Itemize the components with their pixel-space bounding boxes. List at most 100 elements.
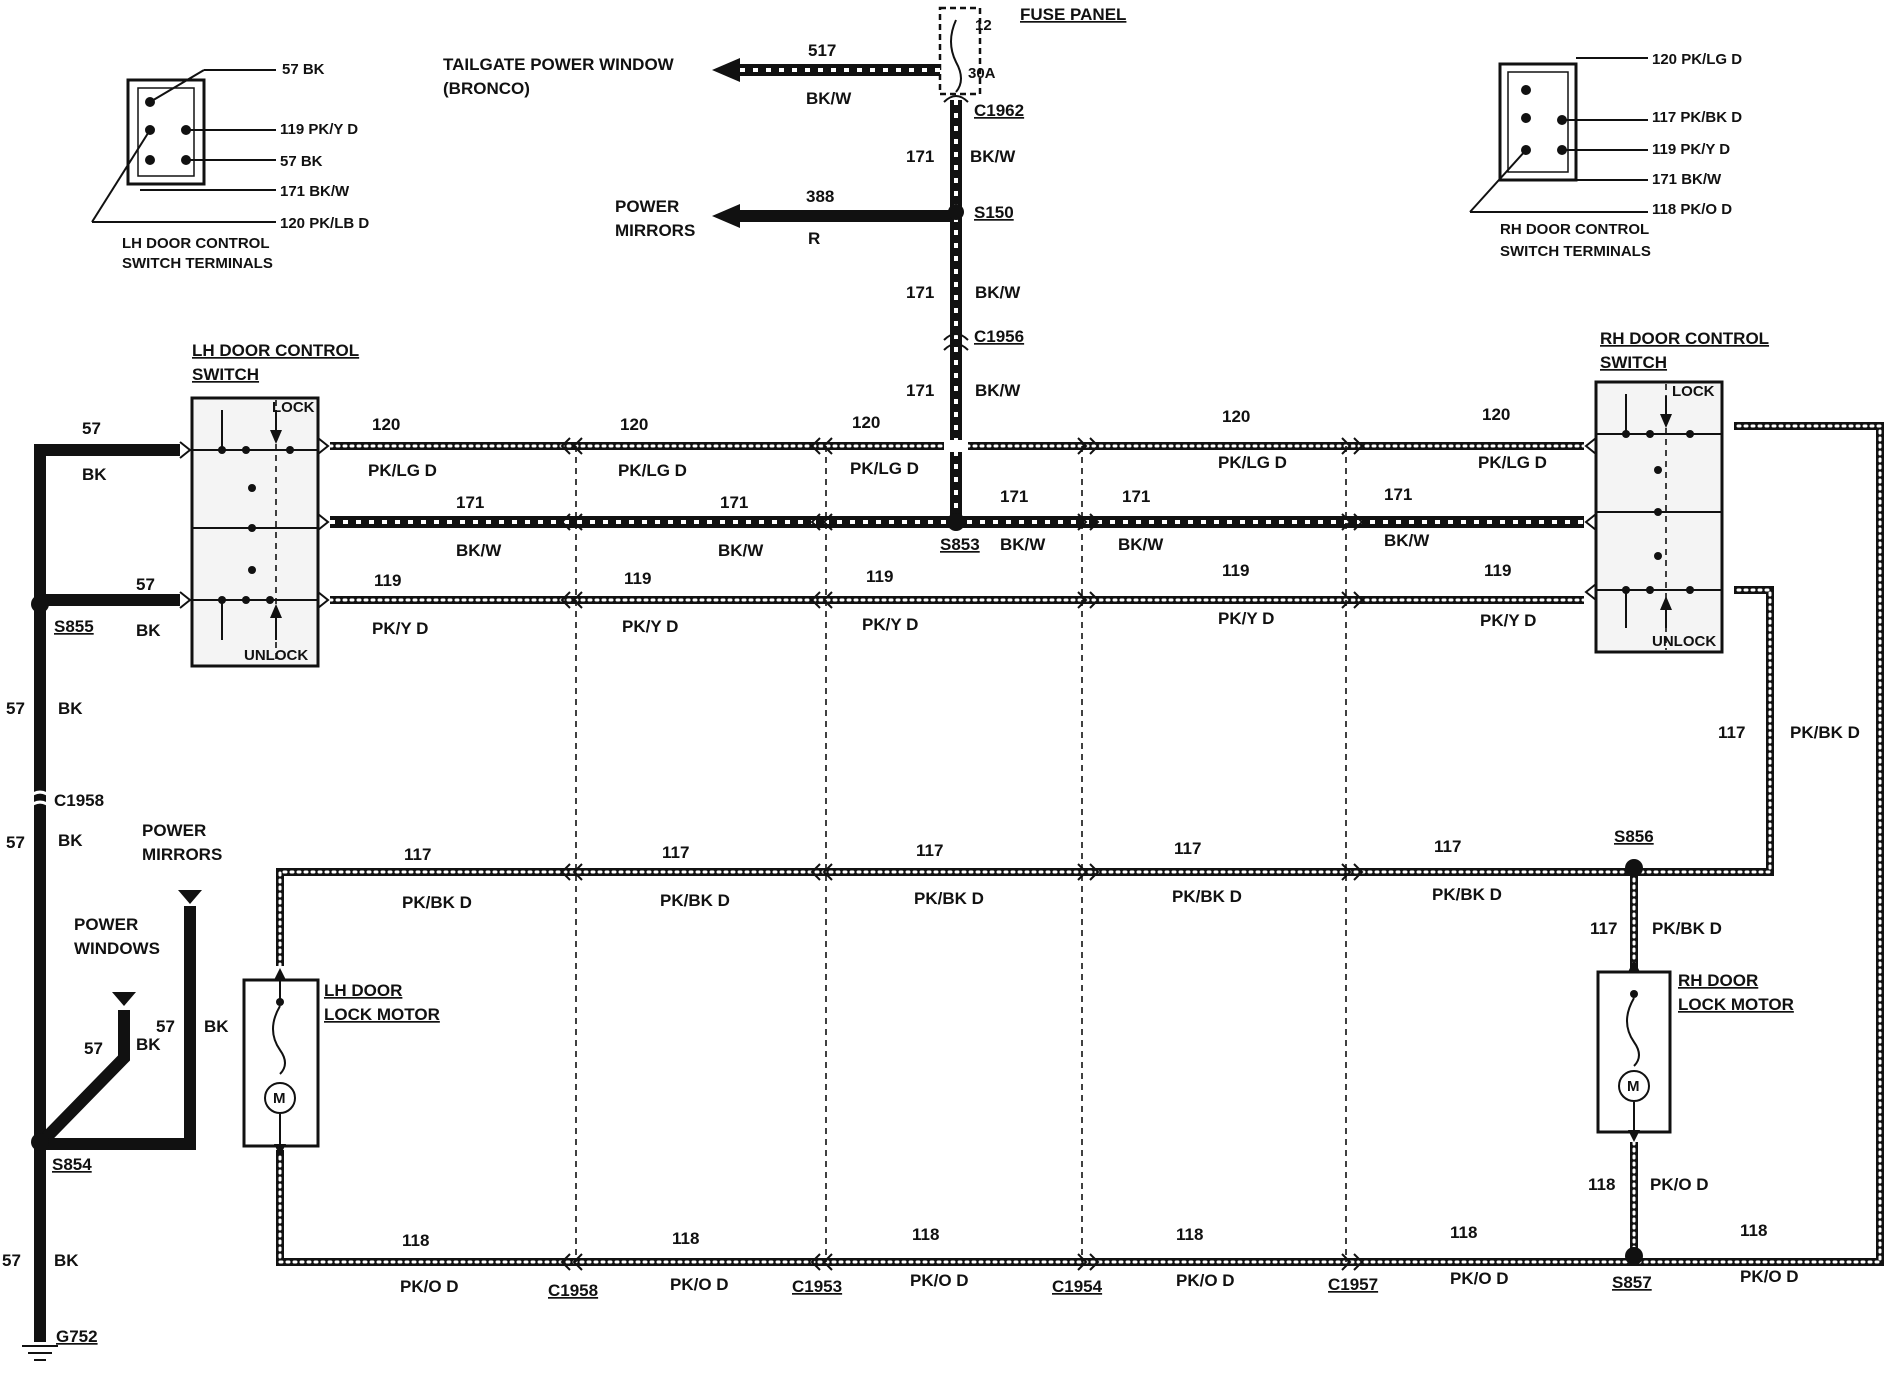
lh-motor-symbol: M: [273, 1090, 286, 1107]
w120-color-2: PK/LG D: [618, 461, 687, 480]
w117-color-rh: PK/BK D: [1652, 919, 1722, 938]
fuse-number: 12: [975, 17, 992, 34]
lh-pin-5: 120 PK/LB D: [280, 215, 369, 232]
w118-color-2: PK/O D: [670, 1275, 729, 1294]
fuse-panel: 12 30A FUSE PANEL: [938, 5, 1126, 96]
gnd-color-2: BK: [136, 621, 161, 640]
splice-s150: S150: [974, 203, 1014, 222]
mirrors-circuit: 388: [806, 187, 834, 206]
lh-motor-title-2: LOCK MOTOR: [324, 1005, 440, 1024]
w120-circuit-4: 120: [1222, 407, 1250, 426]
wire-119: 119 PK/Y D 119 PK/Y D 119 PK/Y D 119 PK/…: [317, 561, 1597, 638]
rh-pin-4: 171 BK/W: [1652, 171, 1722, 188]
lh-terminals-title-1: LH DOOR CONTROL: [122, 235, 270, 252]
w118-circuit-5: 118: [1450, 1223, 1477, 1242]
connector-columns: C1958 C1953 C1954 C1957: [548, 437, 1378, 1300]
w120-circuit-1: 120: [372, 415, 400, 434]
connector-c1953: C1953: [792, 1277, 842, 1296]
w119-circuit-4: 119: [1222, 561, 1249, 580]
rh-motor-symbol: M: [1627, 1078, 1640, 1095]
tailgate-wire: 517 BK/W TAILGATE POWER WINDOW (BRONCO): [443, 41, 940, 108]
connector-c1958-left: C1958: [54, 791, 104, 810]
feed-color-3: BK/W: [975, 381, 1021, 400]
w117-circuit-4: 117: [1174, 839, 1201, 858]
rh-pin-3: 119 PK/Y D: [1652, 141, 1730, 158]
w117-color-4: PK/BK D: [1172, 887, 1242, 906]
w117-circuit-5: 117: [1434, 837, 1461, 856]
rh-terminals-title-2: SWITCH TERMINALS: [1500, 243, 1651, 260]
lh-terminal-inset: 57 BK 119 PK/Y D 57 BK 171 BK/W 120 PK/L…: [91, 61, 369, 272]
w171-color-4: BK/W: [1118, 535, 1164, 554]
rh-door-lock-motor: M RH DOOR LOCK MOTOR: [1596, 960, 1794, 1142]
gnd-color-3: BK: [58, 699, 83, 718]
w119-color-4: PK/Y D: [1218, 609, 1274, 628]
mirrors-label-1: POWER: [615, 197, 679, 216]
w171-color-1: BK/W: [456, 541, 502, 560]
mirrors-label-2: MIRRORS: [615, 221, 695, 240]
lh-motor-title-1: LH DOOR: [324, 981, 402, 1000]
feed-circuit-1: 171: [906, 147, 934, 166]
w120-circuit-3: 120: [852, 413, 880, 432]
rh-switch-title-1: RH DOOR CONTROL: [1600, 329, 1769, 348]
feed-color-2: BK/W: [975, 283, 1021, 302]
connector-c1956: C1956: [974, 327, 1024, 346]
w118-circuit-4: 118: [1176, 1225, 1203, 1244]
rh-terminals-title-1: RH DOOR CONTROL: [1500, 221, 1649, 238]
w171-circuit-3: 171: [1000, 487, 1028, 506]
gnd-circuit-3: 57: [6, 699, 25, 718]
rh-terminal-inset: 120 PK/LG D 117 PK/BK D 119 PK/Y D 171 B…: [1469, 51, 1742, 260]
w119-circuit-3: 119: [866, 567, 893, 586]
w119-color-1: PK/Y D: [372, 619, 428, 638]
w118-circuit-2: 118: [672, 1229, 699, 1248]
rh-switch-lock: LOCK: [1672, 383, 1715, 400]
gnd-windows-2: WINDOWS: [74, 939, 160, 958]
gnd-mirrors-1: POWER: [142, 821, 206, 840]
gnd-color-1: BK: [82, 465, 107, 484]
w118-color-rh: PK/O D: [1650, 1175, 1709, 1194]
lh-terminals-title-2: SWITCH TERMINALS: [122, 255, 273, 272]
ground-circuit-57: 57 BK 57 BK S855 57 BK C1958 57 BK POWER…: [2, 419, 229, 1361]
feed-171: C1962 171 BK/W S150 171 BK/W C1956 171 B…: [906, 95, 1024, 520]
rh-pin-5: 118 PK/O D: [1652, 201, 1732, 218]
w171-color-3: BK/W: [1000, 535, 1046, 554]
wire-117: S856 117 PK/BK D 117 PK/BK D 117 PK/BK D…: [276, 586, 1860, 974]
w118-color-3: PK/O D: [910, 1271, 969, 1290]
fuse-panel-title-1: FUSE PANEL: [1020, 5, 1126, 24]
rh-switch-title-2: SWITCH: [1600, 353, 1667, 372]
w117-circuit-3: 117: [916, 841, 943, 860]
rh-motor-title-2: LOCK MOTOR: [1678, 995, 1794, 1014]
w118-color-6: PK/O D: [1740, 1267, 1799, 1286]
rh-switch-unlock: UNLOCK: [1652, 633, 1716, 650]
w117-circuit-right: 117: [1718, 723, 1745, 742]
w119-color-2: PK/Y D: [622, 617, 678, 636]
w117-color-1: PK/BK D: [402, 893, 472, 912]
tailgate-color: BK/W: [806, 89, 852, 108]
gnd-color-4: BK: [58, 831, 83, 850]
gnd-color-6: BK: [204, 1017, 229, 1036]
lh-pin-2: 119 PK/Y D: [280, 121, 358, 138]
w118-circuit-1: 118: [402, 1231, 429, 1250]
w117-circuit-1: 117: [404, 845, 431, 864]
w117-color-2: PK/BK D: [660, 891, 730, 910]
w171-circuit-1: 171: [456, 493, 484, 512]
gnd-circuit-6: 57: [156, 1017, 175, 1036]
splice-s853: S853: [940, 535, 980, 554]
wire-171: S853 171 BK/W 171 BK/W 171 BK/W 171 BK/W…: [317, 485, 1597, 560]
w120-color-4: PK/LG D: [1218, 453, 1287, 472]
w118-color-1: PK/O D: [400, 1277, 459, 1296]
mirrors-color: R: [808, 229, 820, 248]
lh-pin-4: 171 BK/W: [280, 183, 350, 200]
w119-circuit-2: 119: [624, 569, 651, 588]
gnd-circuit-4: 57: [6, 833, 25, 852]
lh-switch-title-1: LH DOOR CONTROL: [192, 341, 359, 360]
w120-color-1: PK/LG D: [368, 461, 437, 480]
tailgate-label-2: (BRONCO): [443, 79, 530, 98]
w171-circuit-5: 171: [1384, 485, 1412, 504]
w117-circuit-rh: 117: [1590, 919, 1617, 938]
w171-circuit-2: 171: [720, 493, 748, 512]
gnd-windows-1: POWER: [74, 915, 138, 934]
power-mirrors-wire: 388 R POWER MIRRORS: [615, 187, 950, 248]
gnd-circuit-1: 57: [82, 419, 101, 438]
w120-color-3: PK/LG D: [850, 459, 919, 478]
w118-circuit-3: 118: [912, 1225, 939, 1244]
